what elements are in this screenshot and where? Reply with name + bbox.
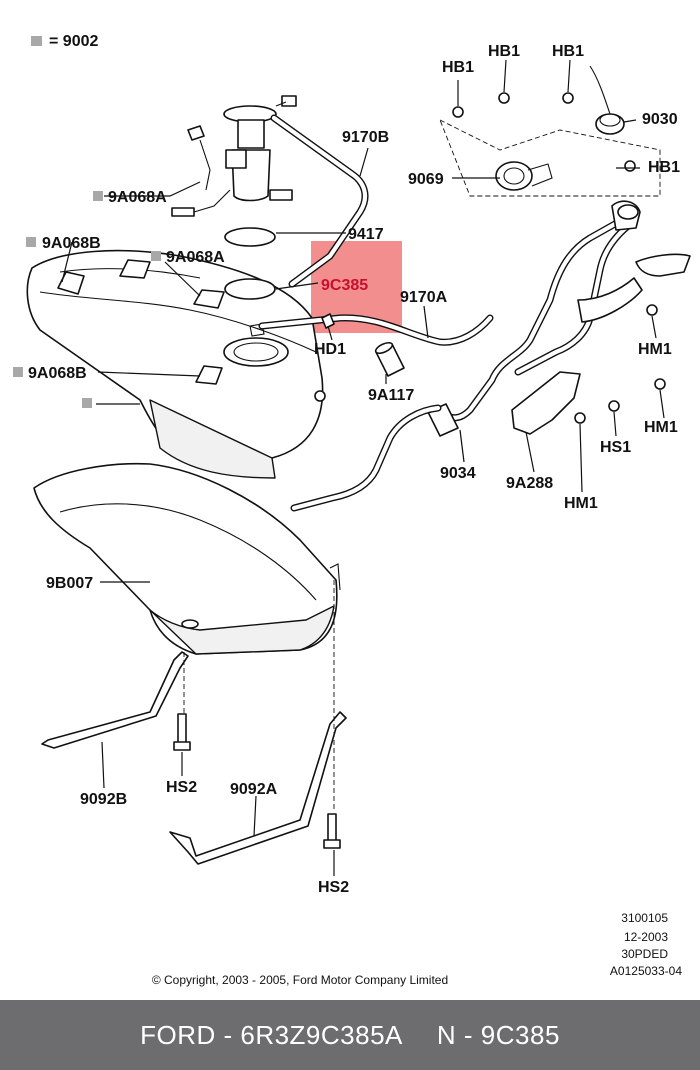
swatch-mark-4 <box>13 367 23 377</box>
swatch-mark-1 <box>93 191 103 201</box>
bolt-hs2-b <box>323 813 341 849</box>
seal-9417 <box>224 227 276 247</box>
strap-9092b <box>41 651 189 749</box>
label-9092a: 9092A <box>230 781 278 798</box>
drawing-code: 30PDED <box>621 947 668 961</box>
label-9069: 9069 <box>408 171 444 188</box>
fasteners <box>452 92 666 424</box>
drawing-info: 3100105 12-2003 30PDED A0125033-04 <box>610 911 682 978</box>
label-hm1-b: HM1 <box>644 419 678 436</box>
label-9a068a-1: 9A068A <box>108 189 167 206</box>
label-hm1-c: HM1 <box>564 495 598 512</box>
locking-ring <box>224 278 276 300</box>
part-number-bar: FORD - 6R3Z9C385A N - 9C385 <box>0 1000 700 1070</box>
label-9034: 9034 <box>440 465 476 482</box>
filler-housing-9069 <box>439 119 661 197</box>
label-9a068a-2: 9A068A <box>166 249 225 266</box>
bolt-hs2-a <box>173 713 191 751</box>
drawing-number: 3100105 <box>621 911 668 925</box>
label-9a068b-1: 9A068B <box>42 235 101 252</box>
label-hd1: HD1 <box>314 341 346 358</box>
pump-opening <box>223 337 289 367</box>
label-hs1: HS1 <box>600 439 631 456</box>
label-hs2-b: HS2 <box>318 879 349 896</box>
label-9b007: 9B007 <box>46 575 93 592</box>
label-9417: 9417 <box>348 226 384 243</box>
bracket-9a288 <box>511 371 581 435</box>
drawing-date: 12-2003 <box>624 930 668 944</box>
label-hb1-c: HB1 <box>552 43 584 60</box>
label-hb1-a: HB1 <box>442 59 474 76</box>
legend-swatch <box>31 36 42 46</box>
legend-text: = 9002 <box>49 33 98 50</box>
label-9a117: 9A117 <box>368 387 414 404</box>
label-hs2-a: HS2 <box>166 779 197 796</box>
footer-part-number: FORD - 6R3Z9C385A <box>140 1019 403 1050</box>
label-hb1-b: HB1 <box>488 43 520 60</box>
swatch-mark-5 <box>82 398 92 408</box>
strap-9092a <box>169 711 347 865</box>
fuel-tank <box>26 249 326 479</box>
swatch-mark-2 <box>26 237 36 247</box>
leader-lines <box>61 59 665 876</box>
label-9c385[interactable]: 9C385 <box>321 277 368 294</box>
label-hb1-d: HB1 <box>648 159 680 176</box>
label-9030: 9030 <box>642 111 678 128</box>
label-9092b: 9092B <box>80 791 127 808</box>
heat-shield-9b007 <box>33 462 341 655</box>
drawing-id: A0125033-04 <box>610 964 682 978</box>
swatch-mark-3 <box>151 251 161 261</box>
footer-reference: N - 9C385 <box>436 1019 560 1050</box>
fuel-system-diagram: = 9002 <box>13 33 691 987</box>
copyright-text: © Copyright, 2003 - 2005, Ford Motor Com… <box>152 973 448 987</box>
part-labels: HB1 HB1 HB1 9030 HB1 9069 9170B 9A068A 9… <box>28 43 680 896</box>
label-9a068b-2: 9A068B <box>28 365 87 382</box>
label-9170a: 9170A <box>400 289 448 306</box>
fuel-cap-9030 <box>589 65 625 135</box>
label-9a288: 9A288 <box>506 475 553 492</box>
label-9170b: 9170B <box>342 129 389 146</box>
fuel-pump-module <box>171 95 297 217</box>
label-hm1-a: HM1 <box>638 341 672 358</box>
